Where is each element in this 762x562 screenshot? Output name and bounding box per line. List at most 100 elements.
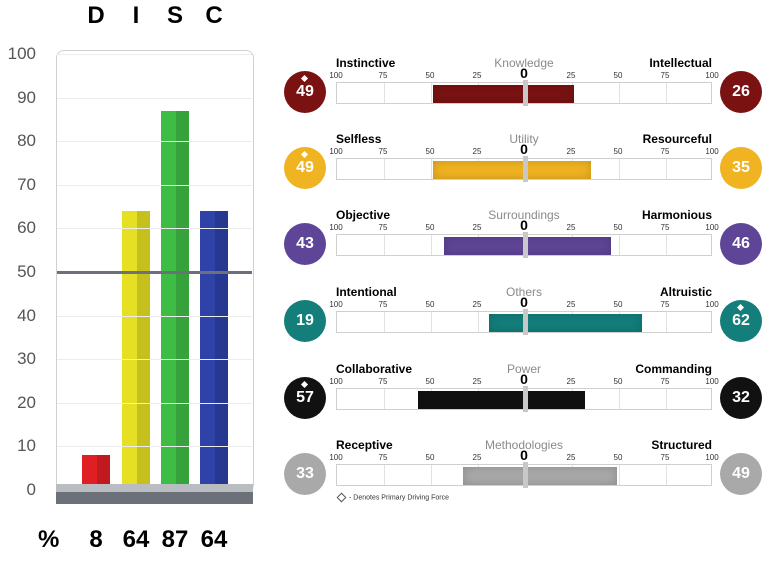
percent-symbol: % <box>38 526 60 553</box>
y-tick-label: 20 <box>17 392 36 412</box>
left-score: 43 <box>296 235 314 252</box>
scale-tick-label: 100 <box>705 147 719 156</box>
scale-tick-label: 100 <box>705 71 719 80</box>
y-tick-label: 0 <box>26 480 36 499</box>
scale-left-label: Collaborative <box>336 362 413 376</box>
scale-tick-label: 25 <box>566 223 576 232</box>
disc-letters: D I S C <box>0 2 270 32</box>
y-tick-label: 70 <box>17 174 36 194</box>
scale-tick-label: 50 <box>425 71 435 80</box>
scale-right-label: Intellectual <box>649 56 712 70</box>
scale-tick-label: 75 <box>660 223 670 232</box>
scale-tick-label: 100 <box>329 453 343 462</box>
scale-tick-label: 75 <box>378 377 388 386</box>
gridline <box>57 54 252 55</box>
left-score-circle: 33 <box>284 453 326 495</box>
scale-tick-label: 50 <box>613 223 623 232</box>
scale-fill <box>489 314 642 332</box>
gridline <box>57 315 252 317</box>
scale-tick-label: 0 <box>520 371 528 387</box>
primary-diamond-icon <box>300 74 309 83</box>
percent-s: 87 <box>161 526 189 553</box>
left-score-circle: 19 <box>284 300 326 342</box>
scale-name: Knowledge <box>494 56 554 70</box>
left-score: 33 <box>296 465 314 482</box>
scale-left-label: Selfless <box>336 132 382 146</box>
track-tick <box>619 159 620 179</box>
gridline <box>57 184 252 186</box>
bar-shade <box>176 110 189 490</box>
scale-center-line <box>523 232 528 258</box>
scale-center-line <box>523 156 528 182</box>
scale-track <box>336 156 712 182</box>
percent-i: 64 <box>122 526 150 553</box>
diamond-icon <box>336 492 347 503</box>
scale-name: Power <box>506 362 541 376</box>
track-tick <box>666 312 667 332</box>
scale-fill <box>432 85 574 103</box>
right-score: 35 <box>732 159 750 176</box>
right-score-circle: 46 <box>720 223 762 265</box>
scale-tick-label: 75 <box>660 147 670 156</box>
track-tick <box>431 465 432 485</box>
track-tick <box>431 159 432 179</box>
scale-tick-label: 25 <box>566 147 576 156</box>
right-score: 32 <box>732 389 750 406</box>
track-tick <box>384 312 385 332</box>
scale-track <box>336 232 712 258</box>
track-tick <box>666 235 667 255</box>
scale-tick-label: 75 <box>378 147 388 156</box>
scale-tick-label: 100 <box>329 71 343 80</box>
left-score-circle: 49 <box>284 147 326 189</box>
scale-tick-label: 0 <box>520 65 528 81</box>
scale-right-label: Commanding <box>635 362 712 376</box>
left-score: 49 <box>296 159 314 176</box>
scale-tick-label: 25 <box>472 300 482 309</box>
gridline <box>57 359 252 361</box>
scale-tick-label: 25 <box>472 453 482 462</box>
scale-tick-label: 50 <box>425 453 435 462</box>
scale-fill <box>417 391 586 409</box>
scale-track <box>336 309 712 335</box>
y-tick-label: 100 <box>7 44 36 63</box>
scale-tick-label: 25 <box>566 453 576 462</box>
bar-shade <box>97 455 110 490</box>
reference-line <box>57 271 252 274</box>
chart-floor-base <box>56 492 253 504</box>
scale-name: Surroundings <box>488 208 560 222</box>
bar-shade <box>215 210 228 490</box>
bar-i <box>122 210 150 490</box>
scale-tick-label: 100 <box>705 453 719 462</box>
disc-letter-d: D <box>87 2 105 29</box>
scale-left-label: Intentional <box>336 285 397 299</box>
left-score-circle: 57 <box>284 377 326 419</box>
track-tick <box>384 159 385 179</box>
scale-tick-label: 100 <box>329 300 343 309</box>
track-tick <box>666 465 667 485</box>
disc-letter-i: I <box>132 2 140 29</box>
scale-right-label: Resourceful <box>642 132 712 146</box>
scale-name: Methodologies <box>484 438 564 452</box>
scale-fill <box>432 161 591 179</box>
scale-tick-label: 100 <box>329 377 343 386</box>
track-tick <box>619 389 620 409</box>
scale-tick-label: 25 <box>566 377 576 386</box>
scale-tick-label: 25 <box>472 223 482 232</box>
scale-fill <box>462 467 618 485</box>
scale-tick-label: 25 <box>566 300 576 309</box>
right-score-circle: 26 <box>720 71 762 113</box>
scale-tick-label: 75 <box>660 300 670 309</box>
percent-c: 64 <box>200 526 228 553</box>
left-score-circle: 49 <box>284 71 326 113</box>
scale-tick-label: 100 <box>705 223 719 232</box>
scale-tick-label: 25 <box>472 377 482 386</box>
y-tick-label: 90 <box>17 87 36 107</box>
left-score-circle: 43 <box>284 223 326 265</box>
scale-tick-label: 75 <box>660 453 670 462</box>
gridline <box>57 446 252 448</box>
scale-name: Others <box>505 285 542 299</box>
